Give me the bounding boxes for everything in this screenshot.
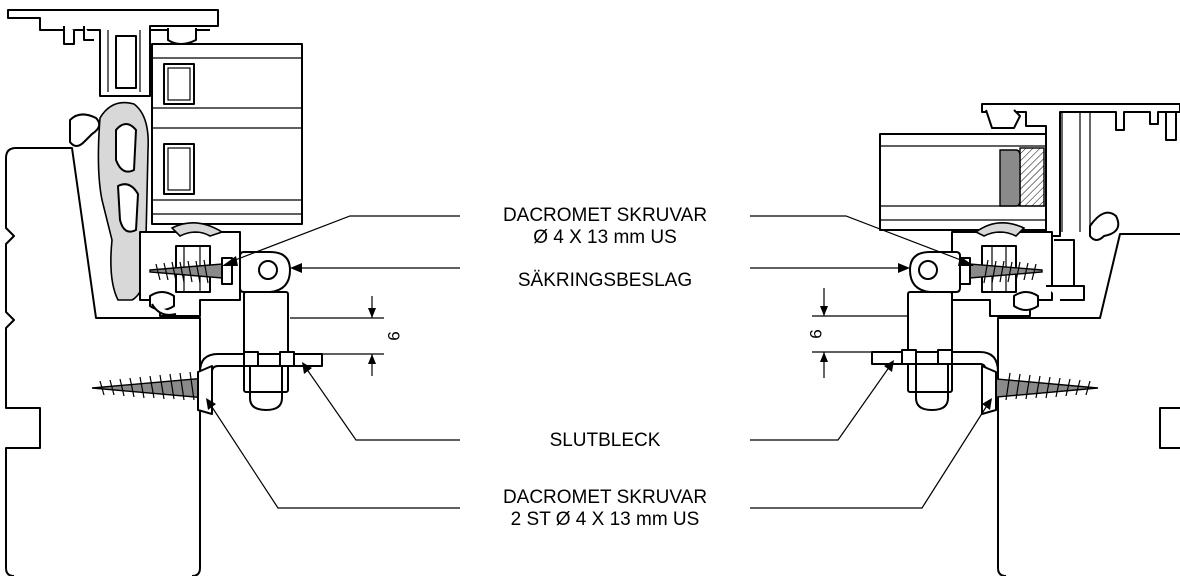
left-dimension-9: 9	[290, 296, 403, 376]
label-screws-bottom: DACROMET SKRUVAR 2 ST Ø 4 X 13 mm US	[470, 487, 740, 531]
right-strike-plate	[871, 349, 999, 405]
right-sash-screw	[959, 257, 1043, 285]
right-assembly: 9	[750, 103, 1180, 576]
right-leader-strike-plate	[750, 365, 891, 441]
left-leader-strike-plate	[305, 367, 460, 441]
right-aluminium-profile	[981, 103, 1180, 237]
right-glazing-unit	[879, 133, 1047, 231]
left-leader-screws-top	[229, 215, 460, 263]
right-leader-screws-bottom	[750, 403, 989, 509]
left-sash-screw	[149, 257, 233, 285]
right-safety-bracket	[907, 251, 961, 411]
left-wood-screw	[91, 365, 213, 415]
label-screws-bottom-line2: 2 ST Ø 4 X 13 mm US	[510, 509, 700, 530]
label-screws-bottom-line1: DACROMET SKRUVAR	[502, 487, 708, 508]
label-bracket: SÄKRINGSBESLAG	[517, 270, 693, 291]
right-dimension-9: 9	[806, 288, 908, 378]
left-dimension-value: 9	[384, 331, 403, 340]
label-strike-plate: SLUTBLECK	[549, 430, 661, 451]
left-safety-bracket	[239, 251, 291, 411]
right-wood-screw	[981, 365, 1099, 415]
right-leader-screws-top	[750, 215, 967, 263]
left-wood-frame	[5, 147, 41, 576]
left-glazing-unit	[151, 43, 303, 225]
left-assembly: 9	[5, 9, 460, 576]
left-leader-screws-bottom	[209, 403, 460, 509]
right-dimension-value: 9	[806, 329, 825, 338]
label-screws-top-line2: Ø 4 X 13 mm US	[533, 227, 677, 248]
label-screws-top: DACROMET SKRUVAR Ø 4 X 13 mm US	[470, 205, 740, 249]
label-screws-top-line1: DACROMET SKRUVAR	[502, 205, 708, 226]
left-aluminium-profile	[7, 9, 219, 97]
left-gasket	[69, 113, 101, 147]
